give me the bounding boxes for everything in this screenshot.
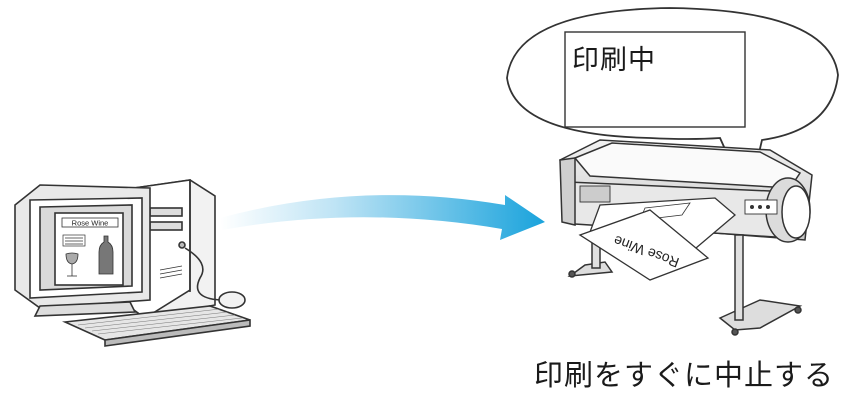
bubble-text: 印刷中 [572, 45, 656, 76]
caption-text: 印刷をすぐに中止する [534, 358, 835, 392]
monitor-screen-title: Rose Wine [72, 219, 109, 228]
arrow-icon [220, 195, 545, 240]
computer-icon: Rose Wine [14, 179, 251, 347]
